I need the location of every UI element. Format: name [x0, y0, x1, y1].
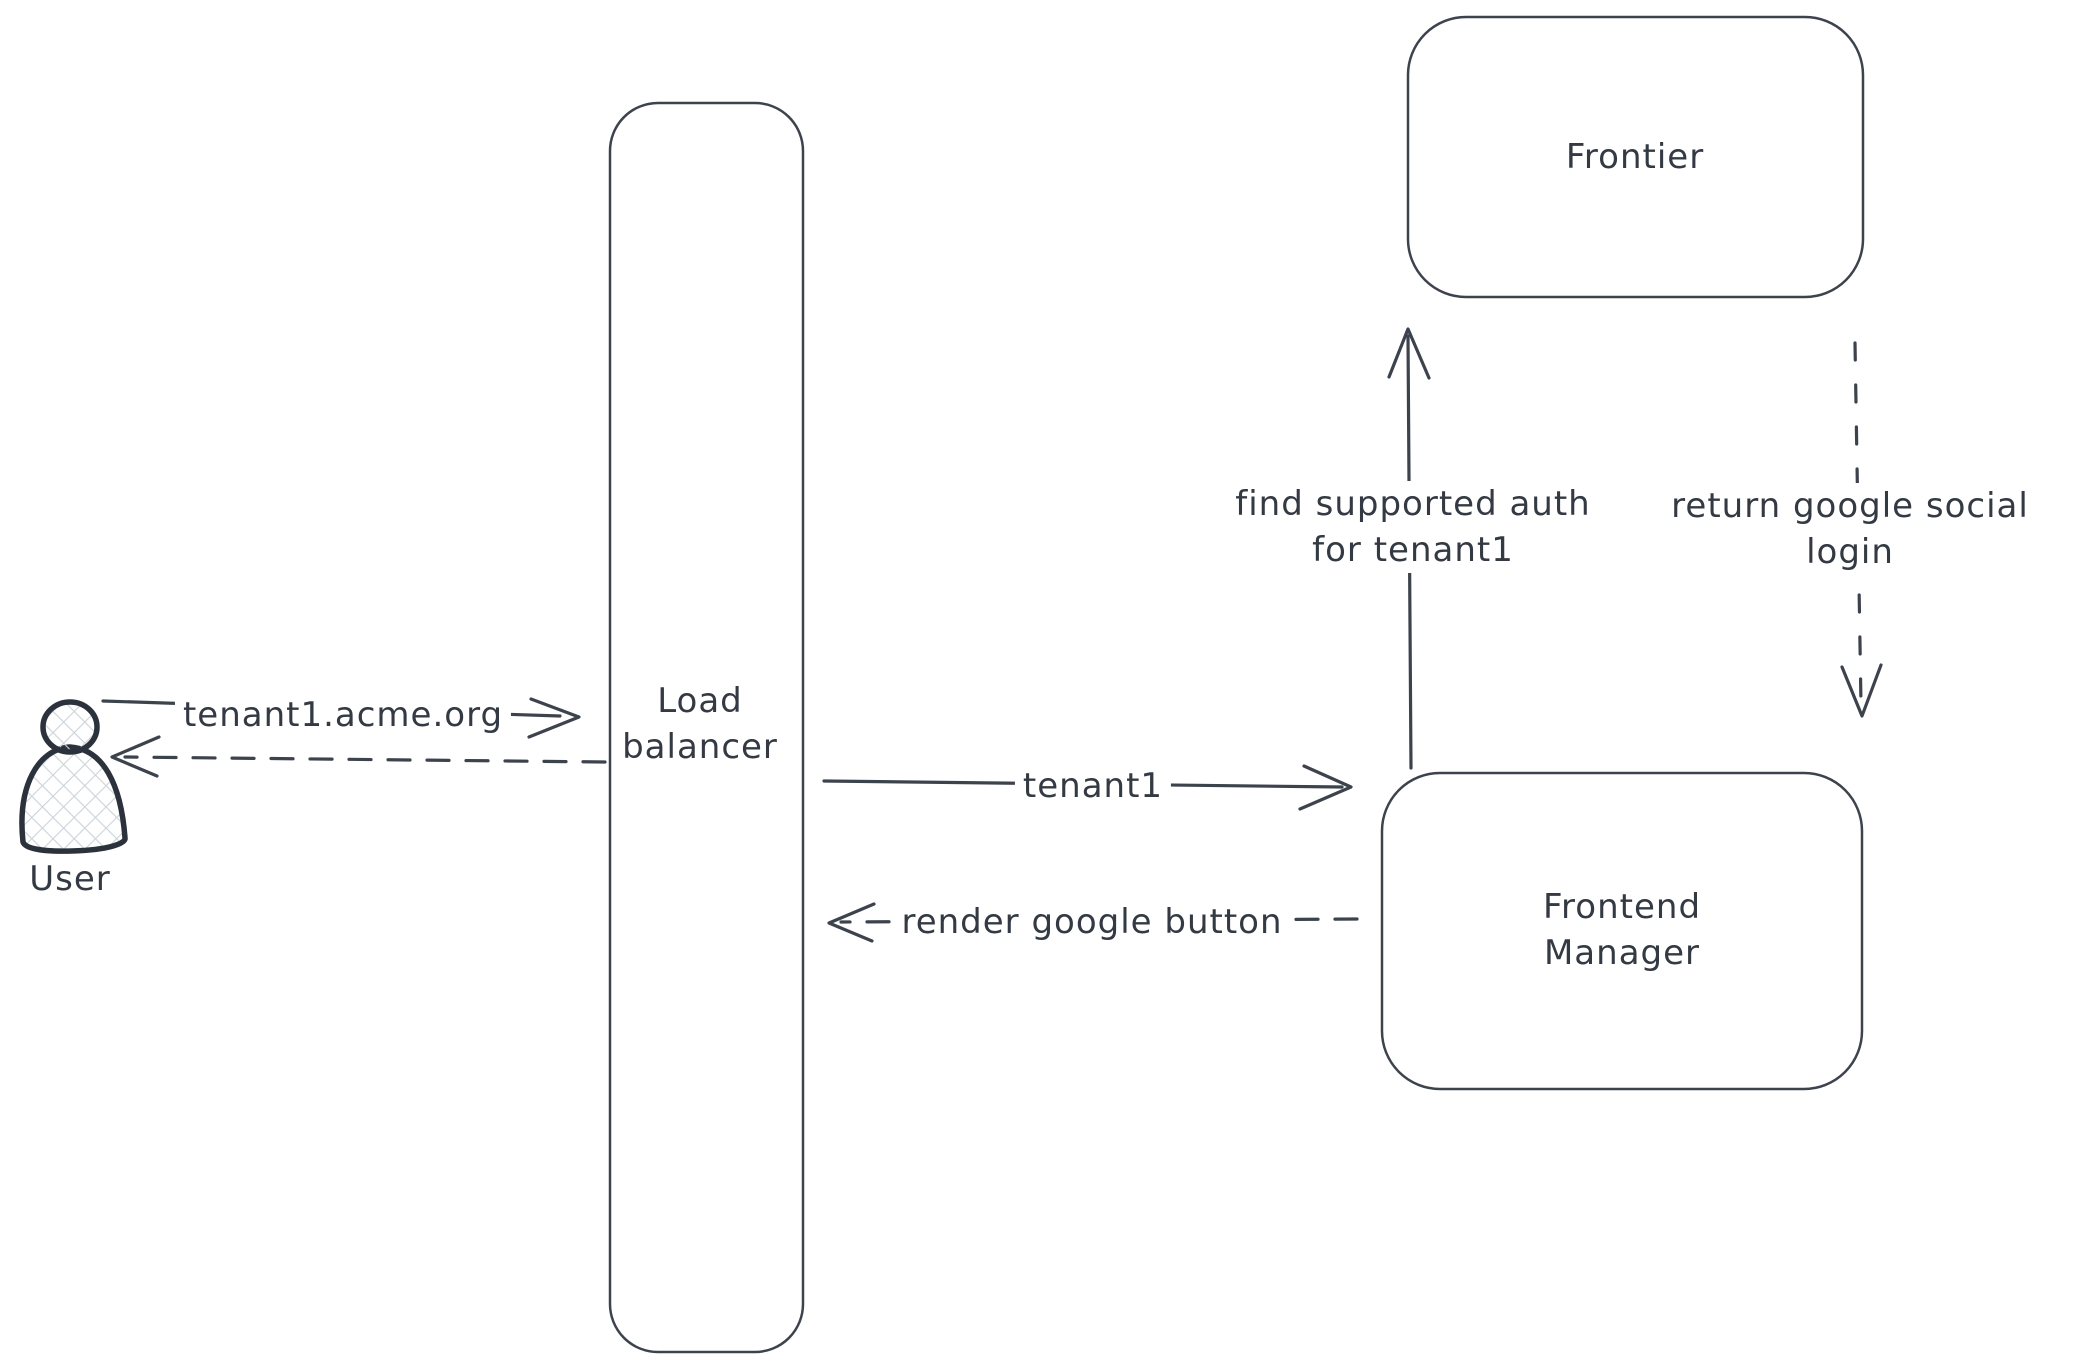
- arrowhead-right-icon: [527, 697, 581, 739]
- load-balancer-box: [608, 101, 805, 1354]
- load-balancer-label-line1: Load: [657, 681, 743, 721]
- frontend-manager-box: [1380, 771, 1864, 1091]
- edge-label-tenant1: tenant1: [1014, 763, 1172, 809]
- edge-label-find-supported-auth-line2: for tenant1: [1312, 530, 1514, 570]
- edge-label-render-google-button: render google button: [893, 899, 1291, 945]
- edge-label-find-supported-auth: find supported auth for tenant1: [1227, 481, 1599, 573]
- arrow-load-balancer-to-user: [110, 735, 607, 778]
- frontend-manager-label: Frontend Manager: [1543, 884, 1701, 976]
- user-icon-body: [19, 744, 128, 854]
- edge-label-return-google-social-login-line2: login: [1806, 532, 1894, 572]
- frontend-manager-label-line1: Frontend: [1542, 887, 1702, 927]
- edge-label-tenant1-acme-org: tenant1.acme.org: [174, 692, 512, 738]
- arrowhead-up-icon: [1387, 327, 1431, 380]
- user-icon: [19, 699, 128, 854]
- edge-label-find-supported-auth-line1: find supported auth: [1235, 484, 1591, 524]
- load-balancer-label-line2: balancer: [622, 727, 778, 767]
- arrowhead-down-icon: [1840, 663, 1883, 718]
- edge-label-return-google-social-login: return google social login: [1663, 483, 2037, 575]
- frontier-box: [1406, 15, 1865, 299]
- load-balancer-label: Load balancer: [622, 678, 778, 770]
- arrowhead-left-icon: [110, 735, 161, 778]
- user-icon-head: [40, 699, 100, 755]
- arrowhead-left-icon: [827, 902, 876, 943]
- arrowhead-right-icon: [1298, 764, 1353, 811]
- user-label: User: [29, 859, 111, 899]
- frontend-manager-label-line2: Manager: [1543, 933, 1701, 973]
- edge-label-return-google-social-login-line1: return google social: [1671, 486, 2029, 526]
- frontier-label: Frontier: [1565, 137, 1705, 177]
